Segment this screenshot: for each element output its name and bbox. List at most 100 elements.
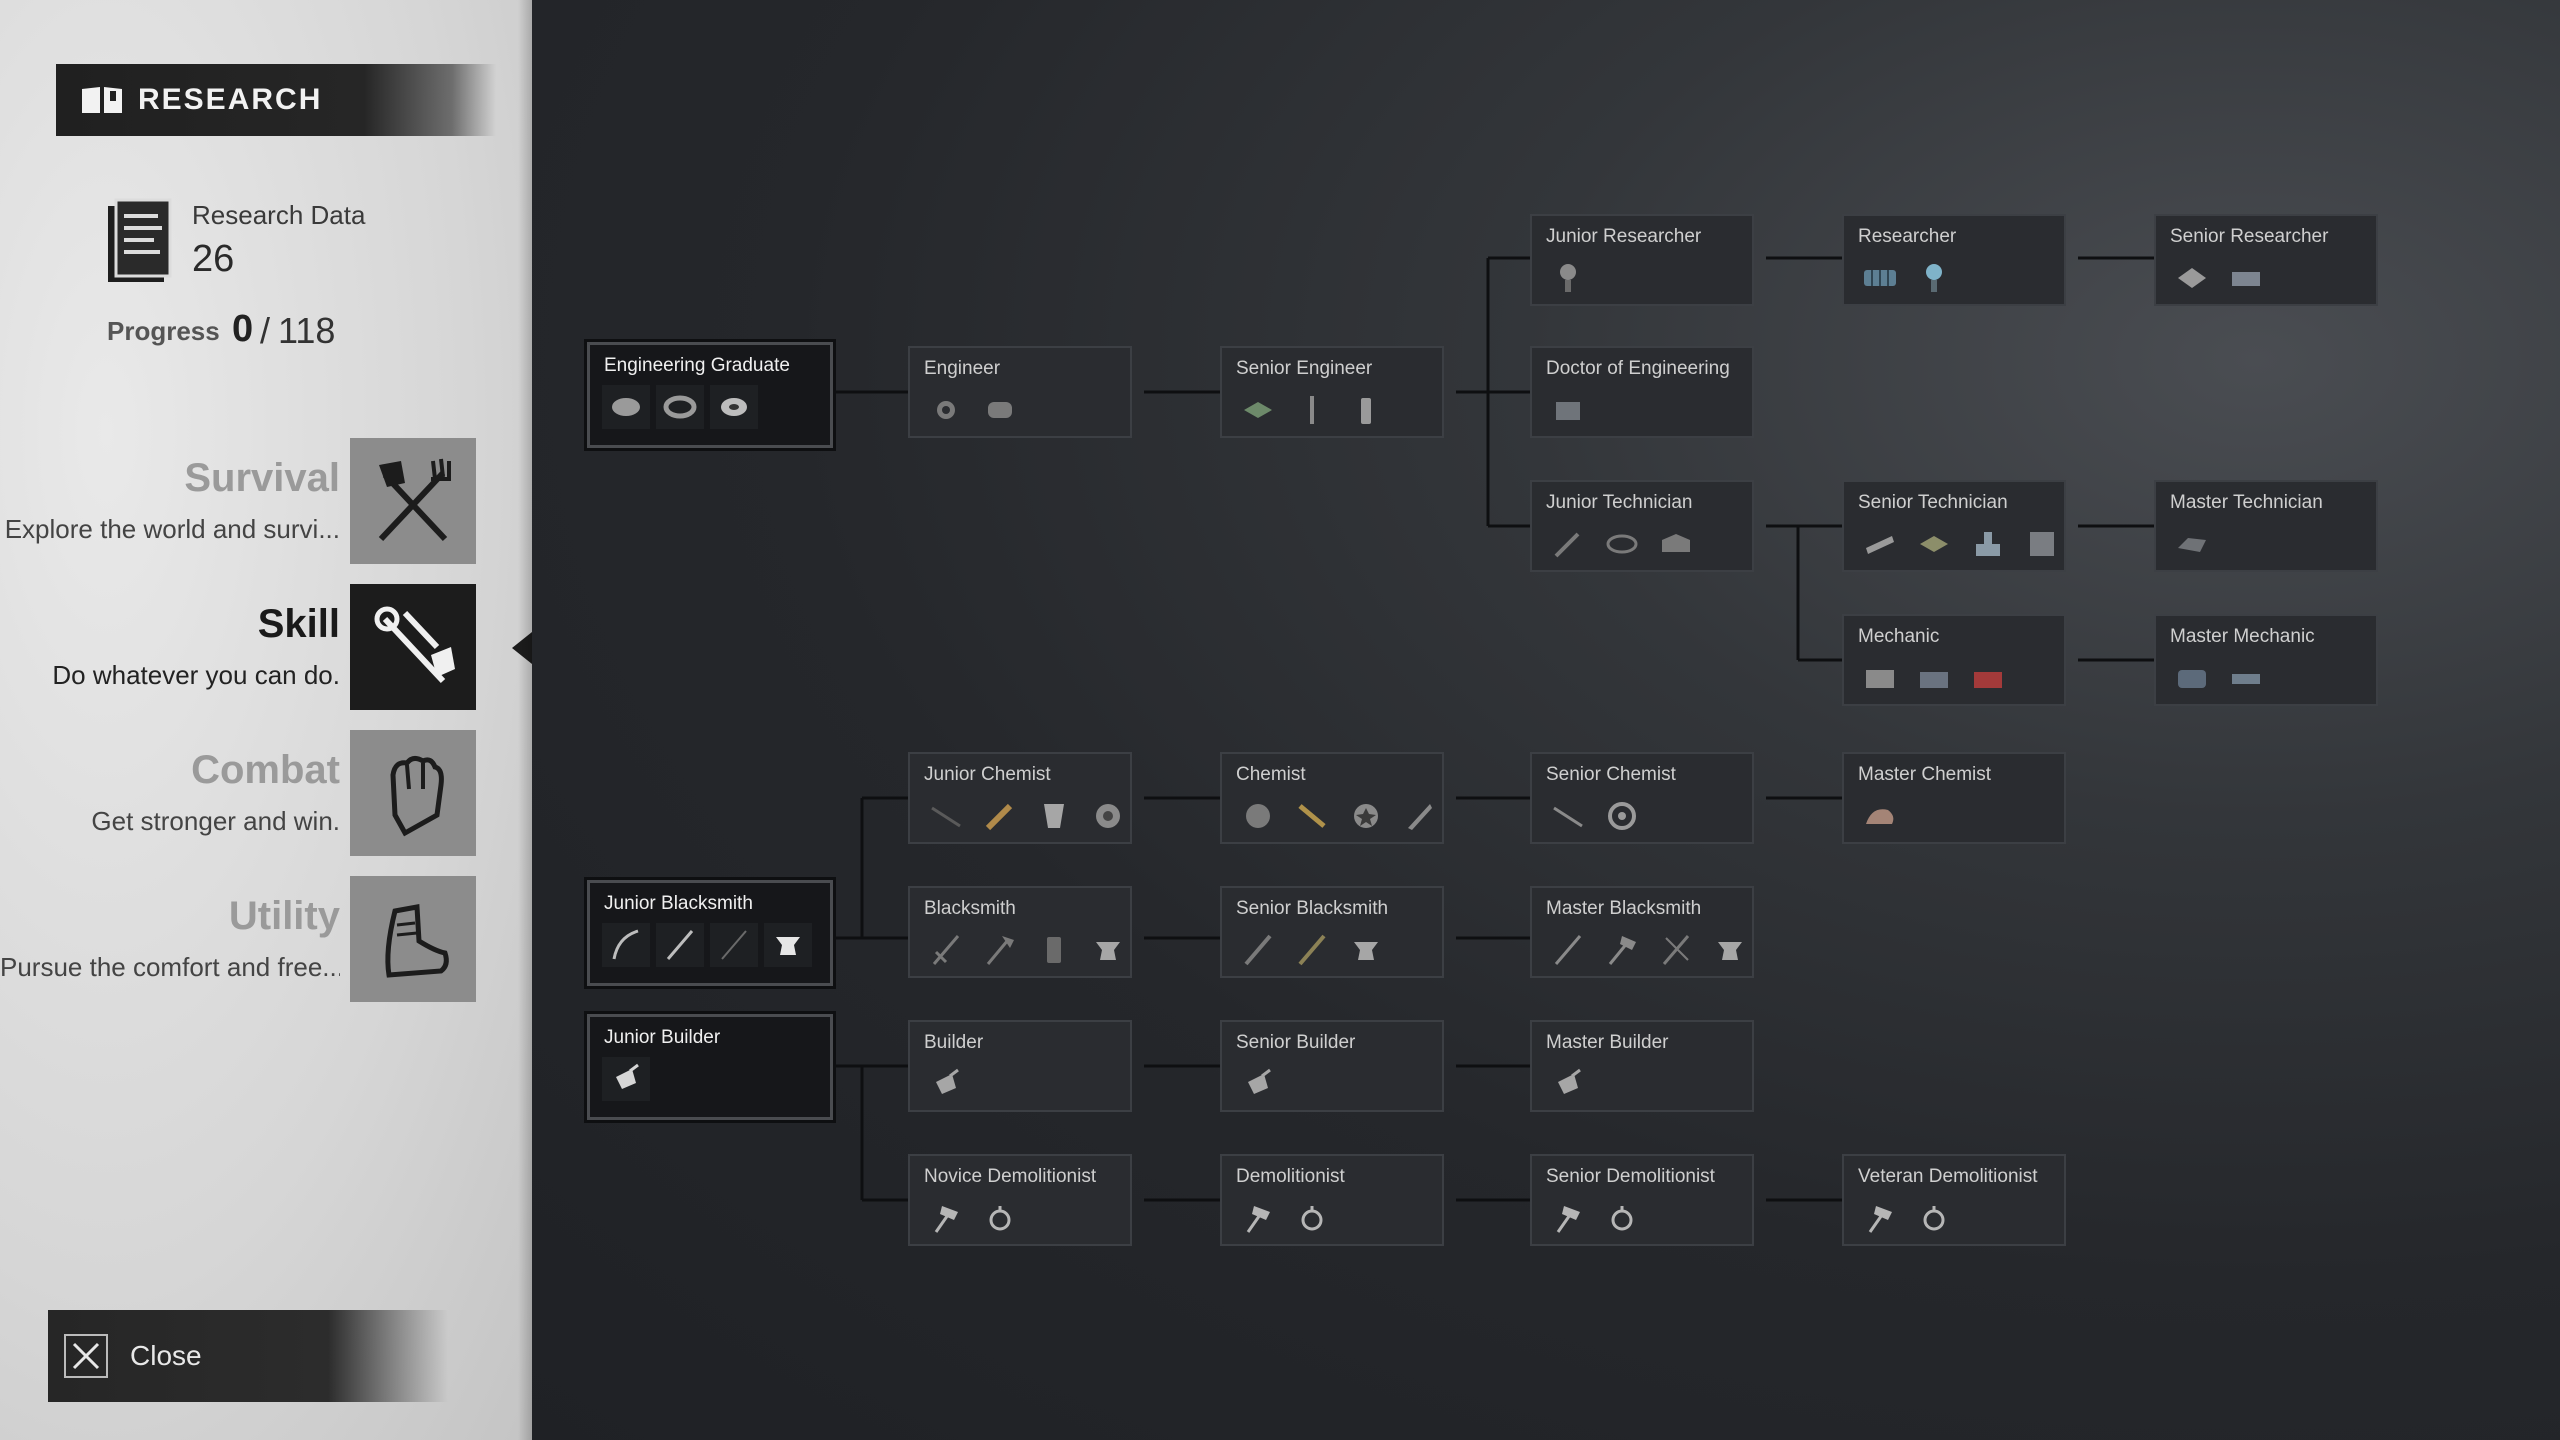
node-senior-chemist[interactable]: Senior Chemist [1530,752,1754,844]
tank-icon [2168,656,2216,700]
research-data-value: 26 [192,238,235,280]
canister-icon [976,388,1024,432]
rifle-icon [1234,928,1282,972]
node-title: Novice Demolitionist [924,1166,1097,1187]
research-data-label: Research Data [192,200,366,230]
toolbox-icon [1910,656,1958,700]
category-survival[interactable]: Survival Explore the world and survi... [0,438,476,564]
category-combat[interactable]: Combat Get stronger and win. [0,730,476,856]
node-blacksmith[interactable]: Blacksmith [908,886,1132,978]
category-utility[interactable]: Utility Pursue the comfort and free... [0,876,476,1002]
node-title: Senior Builder [1236,1032,1356,1053]
blade-icon [1396,794,1444,838]
node-senior-blacksmith[interactable]: Senior Blacksmith [1220,886,1444,978]
close-button[interactable]: Close [48,1310,448,1402]
node-engineering-graduate[interactable]: Engineering Graduate [587,342,833,448]
node-doctor-of-engineering[interactable]: Doctor of Engineering [1530,346,1754,438]
torch-icon [976,794,1024,838]
node-title: Master Technician [2170,492,2323,513]
shell-icon [1856,794,1904,838]
node-title: Mechanic [1858,626,1940,647]
spear-icon [710,923,758,967]
bow-icon [602,923,650,967]
blue-bulb-icon [1910,256,1958,300]
anvil-icon [1342,928,1390,972]
node-veteran-demolitionist[interactable]: Veteran Demolitionist [1842,1154,2066,1246]
node-title: Junior Researcher [1546,226,1702,247]
node-master-builder[interactable]: Master Builder [1530,1020,1754,1112]
node-novice-demolitionist[interactable]: Novice Demolitionist [908,1154,1132,1246]
node-mechanic[interactable]: Mechanic [1842,614,2066,706]
node-senior-builder[interactable]: Senior Builder [1220,1020,1444,1112]
close-label: Close [130,1340,202,1371]
node-builder[interactable]: Builder [908,1020,1132,1112]
book-icon [80,85,124,115]
turret-icon [1964,522,2012,566]
node-title: Veteran Demolitionist [1858,1166,2038,1187]
anvil-icon [1706,928,1754,972]
node-junior-blacksmith[interactable]: Junior Blacksmith [587,880,833,986]
sword-icon [922,928,970,972]
node-senior-technician[interactable]: Senior Technician [1842,480,2066,572]
category-skill[interactable]: Skill Do whatever you can do. [0,584,476,710]
progress-label: Progress [107,316,220,346]
sledgehammer-icon [922,1196,970,1240]
node-junior-builder[interactable]: Junior Builder [587,1014,833,1120]
node-title: Senior Engineer [1236,358,1373,379]
node-junior-researcher[interactable]: Junior Researcher [1530,214,1754,306]
chip-icon [1234,388,1282,432]
canister-icon [1030,928,1078,972]
sledgehammer-icon [1856,1196,1904,1240]
node-title: Doctor of Engineering [1546,358,1730,379]
node-researcher[interactable]: Researcher [1842,214,2066,306]
node-junior-technician[interactable]: Junior Technician [1530,480,1754,572]
category-description: Do whatever you can do. [52,660,340,690]
wire-icon [1598,522,1646,566]
sledgehammer-icon [1544,1196,1592,1240]
skill-tree: Junior Researcher Researcher Senior Rese… [532,0,2560,1440]
category-name: Survival [184,456,340,500]
ring-icon [656,385,704,429]
node-senior-engineer[interactable]: Senior Engineer [1220,346,1444,438]
shoe-icon [350,876,476,1002]
node-title: Engineering Graduate [604,355,790,376]
node-title: Junior Builder [604,1027,721,1048]
node-engineer[interactable]: Engineer [908,346,1132,438]
node-demolitionist[interactable]: Demolitionist [1220,1154,1444,1246]
page-title: RESEARCH [138,83,323,116]
paper-icon [2168,256,2216,300]
node-title: Engineer [924,358,1001,379]
node-title: Master Blacksmith [1546,898,1702,919]
node-senior-researcher[interactable]: Senior Researcher [2154,214,2378,306]
node-master-mechanic[interactable]: Master Mechanic [2154,614,2378,706]
sledgehammer-icon [1234,1196,1282,1240]
bomb-icon [1288,1196,1336,1240]
node-junior-chemist[interactable]: Junior Chemist [908,752,1132,844]
tree-connectors [830,256,2154,1202]
plank-icon [1856,522,1904,566]
node-title: Senior Researcher [2170,226,2329,247]
axe-fork-icon [350,438,476,564]
category-description: Pursue the comfort and free... [0,952,340,982]
circuit-icon [1910,522,1958,566]
flare-icon [1288,794,1336,838]
bulb-icon [1544,256,1592,300]
node-title: Researcher [1858,226,1957,247]
grenade-icon [1342,794,1390,838]
node-title: Master Chemist [1858,764,1992,785]
node-title: Master Mechanic [2170,626,2315,647]
node-master-chemist[interactable]: Master Chemist [1842,752,2066,844]
node-senior-demolitionist[interactable]: Senior Demolitionist [1530,1154,1754,1246]
category-description: Get stronger and win. [91,806,340,836]
node-master-blacksmith[interactable]: Master Blacksmith [1530,886,1754,978]
needle-icon [1288,388,1336,432]
category-name: Utility [228,894,340,938]
stick-icon [656,923,704,967]
research-side-panel: RESEARCH Research Data 26 Progress 0 / 1… [0,0,532,1440]
node-chemist[interactable]: Chemist [1220,752,1444,844]
close-icon [64,1334,108,1378]
node-master-technician[interactable]: Master Technician [2154,480,2378,572]
trowel-icon [602,1057,650,1101]
anvil-icon [1084,928,1132,972]
trowel-icon [922,1062,970,1106]
